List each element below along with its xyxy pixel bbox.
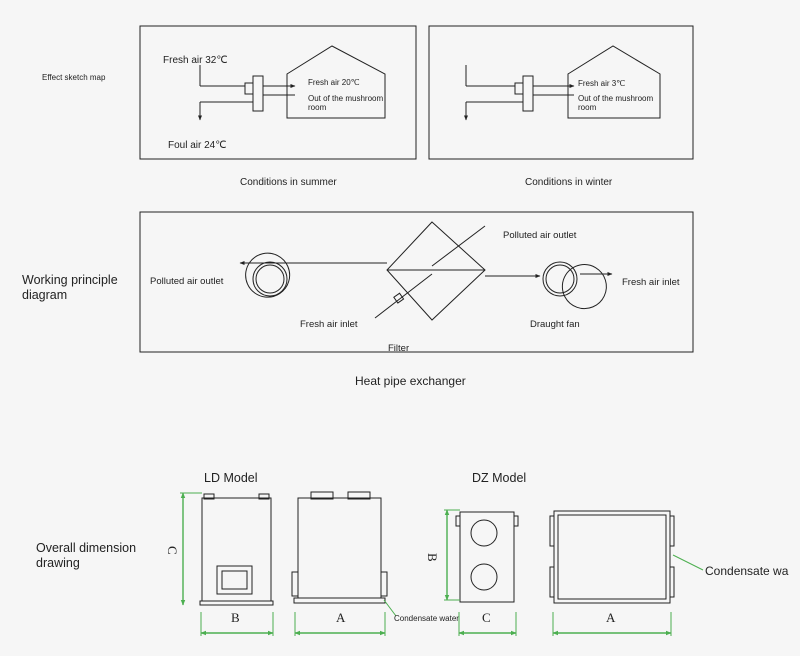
dim-c-dz: C [482, 610, 491, 625]
summer-fresh-air-room: Fresh air 20℃ [308, 78, 360, 87]
fresh-air-inlet-right: Fresh air inlet [622, 277, 680, 288]
winter-room-out-2: room [578, 103, 597, 112]
left-fan-icon [245, 252, 291, 298]
dim-b-ld: B [231, 610, 240, 625]
ld-side-view [199, 493, 274, 606]
dim-a-ld: A [336, 610, 346, 625]
draught-fan-label: Draught fan [530, 319, 580, 330]
fresh-air-inlet-bottom: Fresh air inlet [300, 319, 358, 330]
summer-foul-air: Foul air 24℃ [168, 140, 226, 151]
polluted-air-outlet-top: Polluted air outlet [503, 230, 577, 241]
summer-panel: Fresh air 32℃ Fresh air 20℃ Out of the m… [139, 25, 417, 160]
dimension-label-1: Overall dimension [36, 541, 136, 555]
condensate-water-small: Condensate water [394, 614, 459, 623]
polluted-air-outlet-left: Polluted air outlet [150, 276, 224, 287]
dimension-label-2: drawing [36, 556, 80, 570]
summer-room-out-2: room [308, 103, 327, 112]
dz-model-title: DZ Model [472, 471, 526, 485]
heat-pipe-exchanger-diamond [386, 221, 486, 321]
winter-house [567, 45, 661, 119]
summer-room-out-1: Out of the mushroom [308, 94, 383, 103]
principle-panel: Polluted air outlet Polluted air outlet … [139, 211, 694, 354]
winter-fresh-air-room: Fresh air 3℃ [578, 79, 625, 88]
winter-panel: Fresh air 3℃ Out of the mushroom room [428, 25, 694, 160]
dim-c-ld: C [165, 546, 180, 555]
effect-section-label: Effect sketch map [42, 73, 106, 82]
summer-exchanger [252, 75, 264, 112]
winter-room-out-1: Out of the mushroom [578, 94, 653, 103]
principle-caption: Heat pipe exchanger [355, 374, 466, 388]
principle-label-2: diagram [22, 288, 67, 302]
filter-block [393, 292, 405, 304]
winter-caption: Conditions in winter [525, 177, 613, 188]
summer-caption: Conditions in summer [240, 177, 337, 188]
summer-fresh-air-in: Fresh air 32℃ [163, 55, 228, 66]
summer-house [286, 45, 386, 119]
filter-label: Filter [388, 343, 409, 354]
dim-a-dz: A [606, 610, 616, 625]
dz-front-view [549, 510, 675, 604]
winter-exchanger [522, 75, 534, 112]
dz-side-view [455, 511, 519, 603]
ld-model-title: LD Model [204, 471, 258, 485]
condensate-water-large: Condensate wa [705, 564, 789, 578]
draught-fan-icon [542, 261, 607, 310]
ld-front-view [291, 491, 388, 604]
dim-b-dz: B [425, 553, 440, 562]
principle-label-1: Working principle [22, 273, 118, 287]
